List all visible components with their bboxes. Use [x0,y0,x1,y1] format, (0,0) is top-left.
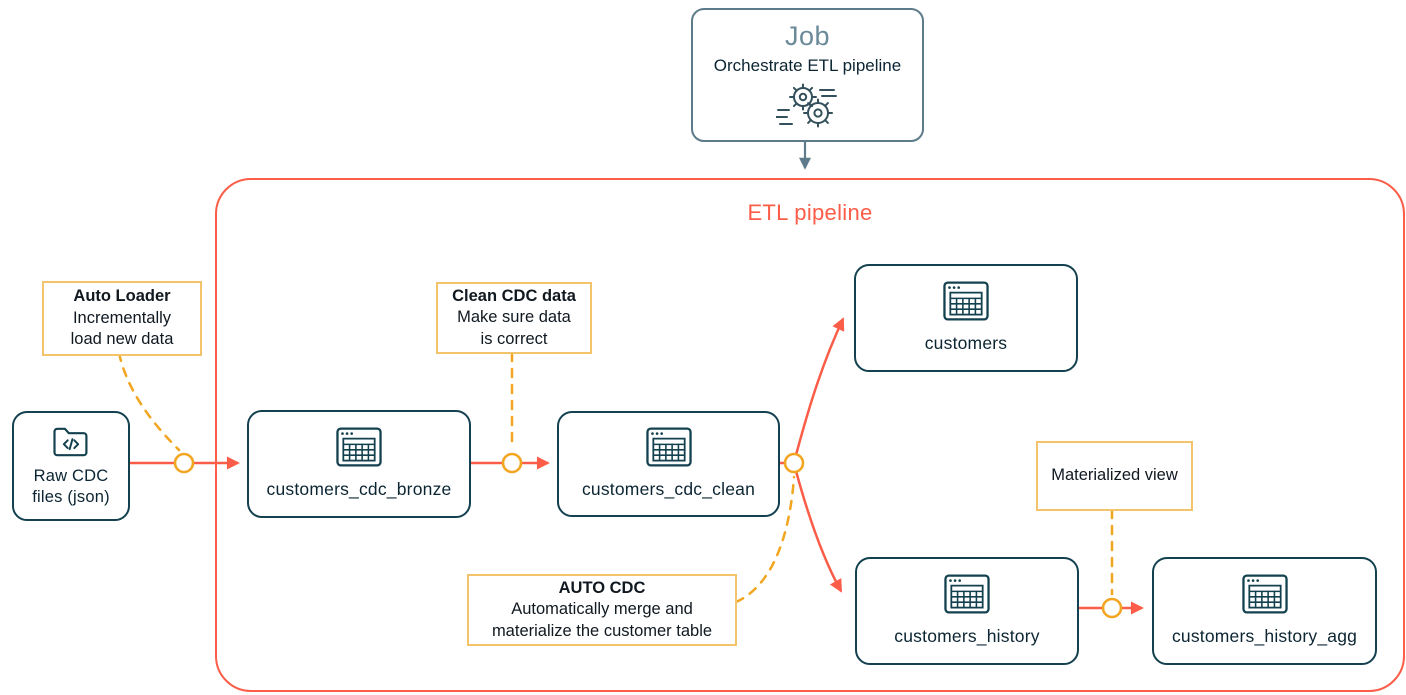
job-title: Job [784,20,831,51]
note-materialized-view: Materialized view [1036,441,1193,511]
job-subtitle: Orchestrate ETL pipeline [713,55,902,75]
node-customers-cdc-clean: customers_cdc_clean [557,411,780,517]
note-title: Clean CDC data [452,286,576,305]
etl-pipeline-container: ETL pipeline [215,178,1405,692]
note-line: Make sure data [457,308,571,327]
node-label: customers_cdc_clean [581,479,756,500]
node-label: customers_cdc_bronze [266,479,452,500]
table-icon [1241,574,1288,614]
node-label: Raw CDC files (json) [32,466,110,506]
note-title: AUTO CDC [558,578,646,597]
node-label: customers [924,333,1008,354]
code-folder-icon [53,427,88,457]
node-customers-history-agg: customers_history_agg [1152,557,1377,665]
node-customers-cdc-bronze: customers_cdc_bronze [247,410,471,518]
pipeline-title: ETL pipeline [747,200,873,225]
note-line: Automatically merge and [511,600,693,619]
note-line: load new data [70,330,174,349]
node-raw-cdc-files: Raw CDC files (json) [12,411,130,521]
note-clean-cdc-data: Clean CDC data Make sure data is correct [436,282,592,354]
note-auto-loader: Auto Loader Incrementally load new data [42,281,202,356]
step-circle-auto-loader [173,452,195,474]
table-icon [645,427,692,467]
table-icon [336,427,382,467]
node-customers: customers [854,264,1078,372]
note-auto-cdc: AUTO CDC Automatically merge and materia… [467,574,737,646]
node-label: customers_history_agg [1171,626,1358,647]
gears-icon [775,83,837,127]
table-icon [943,281,989,321]
note-line: is correct [480,329,548,348]
job-node: Job Orchestrate ETL pipeline [691,8,924,142]
node-customers-history: customers_history [855,557,1079,665]
table-icon [944,574,990,614]
note-title: Materialized view [1051,466,1178,485]
note-line: materialize the customer table [491,621,713,640]
note-title: Auto Loader [73,287,171,306]
note-line: Incrementally [72,308,172,327]
node-label: customers_history [894,626,1040,647]
